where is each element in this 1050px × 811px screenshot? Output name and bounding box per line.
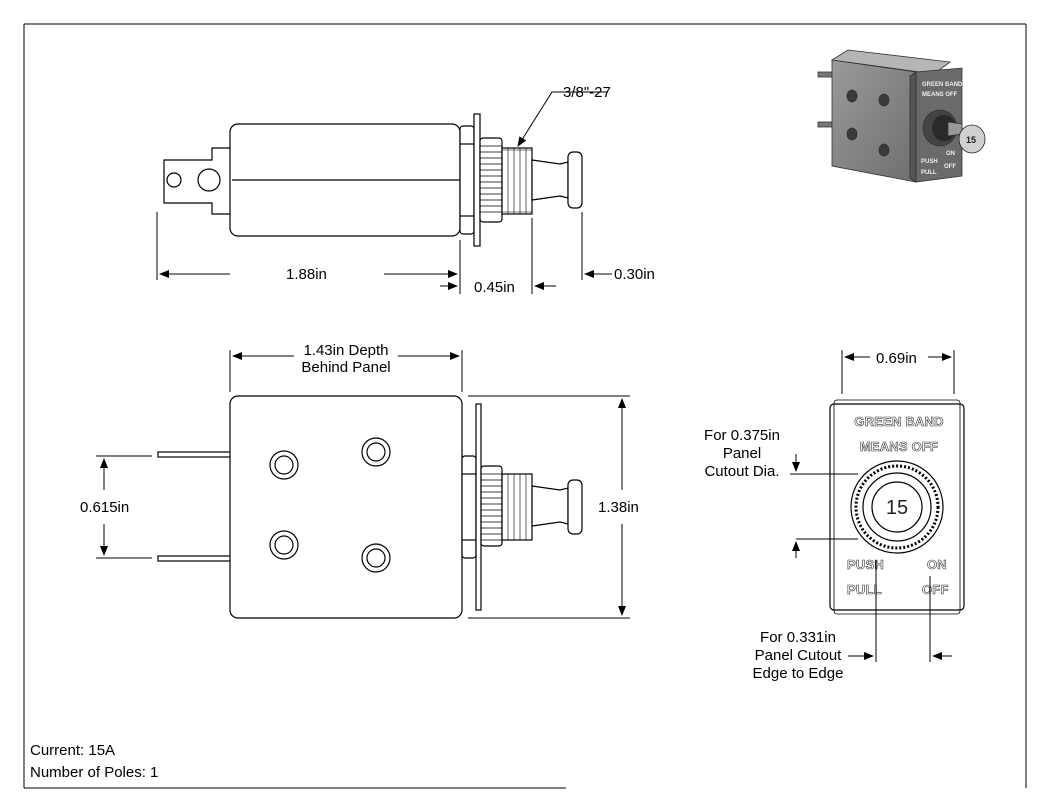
cutout-edge-line2: Panel Cutout [755,647,843,664]
iso-face-line2: MEANS OFF [922,92,958,98]
side-hex-nut [459,125,475,235]
depth-label-line2: Behind Panel [301,359,390,376]
top-hole-3-inner [274,535,294,555]
top-plunger-shaft [531,485,569,527]
iso-push-label: PUSH [921,159,938,165]
side-panel [473,113,481,247]
height-label: 1.38in [598,499,639,516]
depth-label-line1: 1.43in Depth [303,342,388,359]
button-length-label: 0.30in [614,266,655,283]
iso-button [958,124,986,154]
iso-face-line1: GREEN BAND [922,82,963,88]
top-panel [475,403,482,611]
side-view-dimensions [156,91,612,294]
front-face-line2: MEANS OFF [860,439,938,454]
top-terminal-upper [157,451,233,458]
cutout-dia-line2: Panel [723,445,761,462]
top-button-cap [567,479,583,535]
side-terminal-hole-large [197,168,221,192]
overall-length-label: 1.88in [286,266,327,283]
thread-length-label: 0.45in [474,279,515,296]
top-hole-2-inner [366,442,386,462]
side-knurl-ring [479,137,503,223]
top-view [157,395,583,619]
side-terminal-hole-small [166,172,182,188]
front-view-dimensions [790,350,955,662]
front-button [871,481,923,533]
top-body [229,395,463,619]
side-button-cap [567,151,583,209]
front-width-label: 0.69in [876,350,917,367]
front-view [829,399,965,615]
top-view-dimensions [96,350,630,619]
front-push-label: PUSH [847,557,884,572]
spec-block: Current: 15A Number of Poles: 1 [30,740,158,784]
side-plunger-shaft [531,159,569,201]
front-rating: 15 [886,497,908,519]
front-off-label: OFF [922,582,949,597]
top-threaded-bushing [501,473,533,541]
top-hole-1-inner [274,455,294,475]
cutout-edge-line1: For 0.331in [760,629,836,646]
iso-off-label: OFF [944,164,956,170]
front-face-line1: GREEN BAND [854,414,943,429]
cutout-dia-line3: Cutout Dia. [704,463,779,480]
terminal-spacing-label: 0.615in [80,499,129,516]
front-pull-label: PULL [847,582,882,597]
front-on-label: ON [927,557,947,572]
iso-on-label: ON [946,151,955,157]
thread-size-label: 3/8"-27 [563,84,611,101]
iso-view [817,49,986,183]
top-hex-nut [461,455,477,559]
side-view [163,113,583,247]
cutout-edge-line3: Edge to Edge [753,665,844,682]
spec-current: Current: 15A [30,742,116,759]
top-terminal-lower [157,555,233,562]
drawing-border [23,23,1027,789]
spec-poles: Number of Poles: 1 [30,764,159,781]
side-threaded-bushing [501,147,533,215]
cutout-dia-line1: For 0.375in [704,427,780,444]
iso-rating: 15 [966,135,976,145]
iso-body-side [831,59,917,183]
top-hole-4-inner [366,548,386,568]
iso-pull-label: PULL [921,170,937,176]
